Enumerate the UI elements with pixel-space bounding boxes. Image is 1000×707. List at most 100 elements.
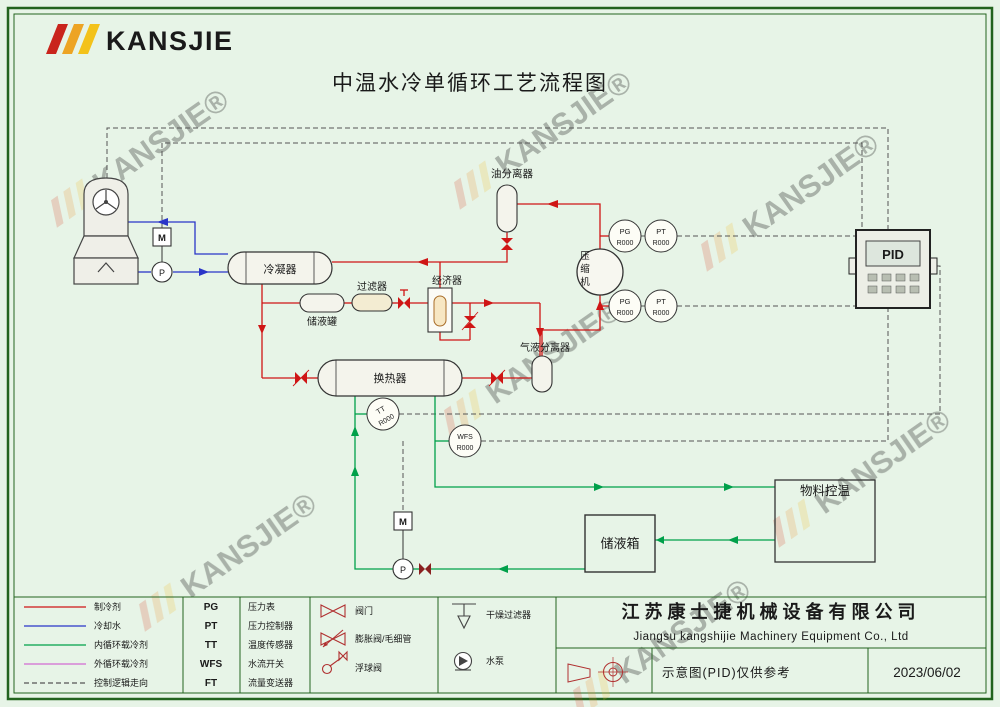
pid-label: PID <box>882 247 904 262</box>
legend-instrument-name: 压力表 <box>248 601 275 612</box>
company-name-en: Jiangsu kangshijie Machinery Equipment C… <box>633 631 908 643</box>
economizer-label: 经济器 <box>432 274 462 287</box>
valve-icon <box>501 244 513 250</box>
float-valve-body-icon <box>338 650 348 662</box>
legend-line-label: 内循环载冷剂 <box>94 639 148 650</box>
watermark-slash-icon <box>797 498 811 531</box>
oil-separator-label: 油分离器 <box>491 167 533 180</box>
expansion-valve-icon <box>464 316 476 322</box>
instrument-circle <box>366 397 400 431</box>
watermark-slash-icon <box>151 591 164 624</box>
legend-line-label: 控制逻辑走向 <box>94 677 148 688</box>
legend-device-label: 水泵 <box>486 655 504 666</box>
control-line <box>106 127 889 230</box>
logo-slash-icon <box>46 24 68 54</box>
fan-hub-icon <box>104 200 108 204</box>
expansion-valve-icon <box>497 372 503 384</box>
coolant-arrows <box>351 426 738 573</box>
watermark-slash-icon <box>478 160 492 193</box>
coolant-lines <box>354 396 775 570</box>
filter-vessel <box>351 293 393 312</box>
flow-arrow <box>157 218 168 226</box>
instrument-tag: R000 <box>457 445 474 452</box>
receiver-vessel <box>299 293 345 313</box>
watermark-slash-icon <box>725 222 739 255</box>
legend-instrument-name: 水流开关 <box>248 658 284 669</box>
flow-arrow <box>724 483 734 491</box>
drawing-date: 2023/06/02 <box>893 665 961 680</box>
instrument-circle <box>448 424 482 458</box>
control-line <box>399 265 941 415</box>
instrument-tag: R000 <box>653 240 670 247</box>
material-temp-control-label: 物料控温 <box>800 484 851 498</box>
pump-label: P <box>159 268 165 278</box>
valve-icon <box>419 563 425 575</box>
tower-body <box>73 235 139 259</box>
pid-ear <box>848 257 857 275</box>
legend-instrument-abbr: WFS <box>200 659 223 670</box>
motor-label: M <box>158 233 166 244</box>
instrument-abbr: WFS <box>457 434 473 441</box>
compressor-circle <box>576 248 624 296</box>
dry-filter-icon <box>457 615 471 630</box>
flow-arrow <box>498 565 508 573</box>
control-line <box>161 142 863 230</box>
expansion-valve-icon <box>491 372 497 384</box>
instrument-tt: TT R000 <box>366 397 400 431</box>
instrument-circle <box>644 289 678 323</box>
pid-button <box>909 285 920 294</box>
flow-arrow <box>351 466 359 476</box>
legend: 制冷剂 冷却水 内循环载冷剂 外循环载冷剂 控制逻辑走向 PG PT TT WF… <box>14 596 986 693</box>
pipe <box>439 332 470 341</box>
pid-button <box>867 285 878 294</box>
logo-slash-icon <box>78 24 100 54</box>
flow-arrow <box>536 328 544 338</box>
instrument-wfs: WFS R000 <box>448 424 482 458</box>
liquid-tank-label: 储液箱 <box>600 536 639 551</box>
water-pump-motor-box <box>152 227 172 247</box>
instrument-tag: R000 <box>617 310 634 317</box>
instrument-circle <box>608 289 642 323</box>
watermark-slash-icon <box>456 397 469 430</box>
flow-arrow <box>728 536 738 544</box>
company-logo: KANSJIE <box>46 24 232 56</box>
instrument-pg-suction: PG R000 <box>608 289 642 323</box>
legend-line-label: 制冷剂 <box>94 601 121 612</box>
receiver-label: 储液罐 <box>307 315 337 328</box>
watermark-slash-icon <box>713 231 726 264</box>
coolant-pump-motor-box <box>393 511 413 531</box>
instrument-pg-discharge: PG R000 <box>608 219 642 253</box>
projection-cone-icon <box>567 663 591 683</box>
refrigerant-valves <box>258 200 604 384</box>
flow-arrow <box>484 299 494 307</box>
watermark-slash-icon <box>466 169 479 202</box>
pipe <box>354 396 393 570</box>
legend-device-symbols <box>452 603 476 671</box>
expansion-valve-icon <box>301 372 307 384</box>
watermark-slash-icon <box>573 685 586 707</box>
watermark-slash-icon <box>163 582 177 615</box>
pid-button <box>881 273 892 282</box>
instrument-abbr: TT <box>375 404 388 417</box>
refrigerant-lines <box>261 187 609 387</box>
pipe <box>434 396 775 488</box>
instrument-abbr: PT <box>656 227 666 236</box>
oil-separator-vessel <box>496 184 518 233</box>
outer-border <box>6 6 994 701</box>
drawing-note: 示意图(PID)仅供参考 <box>662 665 791 680</box>
legend-valve-label: 阀门 <box>355 605 373 616</box>
legend-line-label: 外循环载冷剂 <box>94 658 148 669</box>
watermark-slash-icon <box>585 677 598 707</box>
float-valve-icon <box>321 663 333 675</box>
flow-arrow <box>596 300 604 310</box>
material-temp-control-box <box>774 479 876 563</box>
heat-exchanger-label: 换热器 <box>374 371 407 385</box>
legend-instrument-name: 压力控制器 <box>248 620 293 631</box>
instrument-circle <box>644 219 678 253</box>
flow-arrow <box>351 426 359 436</box>
legend-device-label: 干燥过滤器 <box>486 609 531 620</box>
pid-ear <box>929 257 938 275</box>
legend-line-label: 冷却水 <box>94 620 121 631</box>
pid-buttons <box>867 273 920 294</box>
